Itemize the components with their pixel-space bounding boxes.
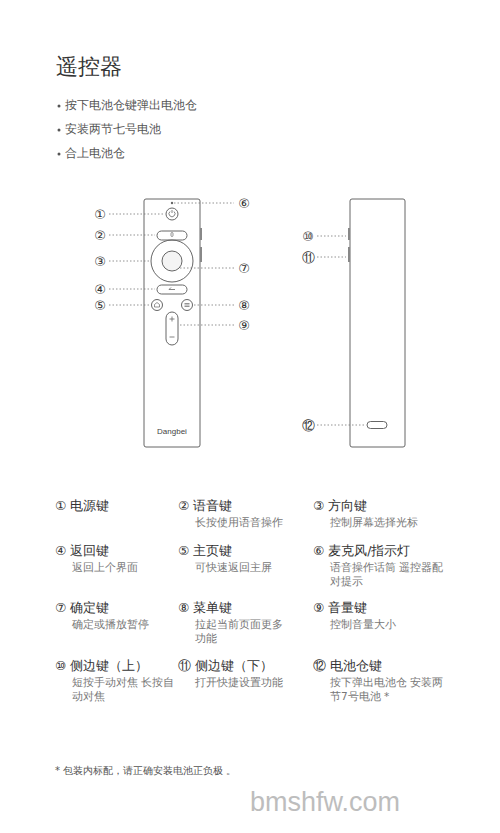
key-description: 控制音量大小 [330,617,448,631]
callout-number: ⑫ [302,419,315,432]
callout-number: ⑨ [238,319,250,332]
bullet-dots [58,105,61,156]
key-name: ⑦ 确定键 [55,600,109,617]
key-name: ① 电源键 [55,498,109,515]
callout-number: ③ [94,255,106,268]
step-text: 按下电池仓键弹出电池仓 [65,97,197,113]
key-description: 语音操作话筒 遥控器配对提示 [330,560,448,588]
key-name: ⑪ 侧边键（下） [178,658,273,675]
key-name: ④ 返回键 [55,543,109,560]
remote-front [144,199,202,447]
key-description: 控制屏幕选择光标 [330,515,448,529]
callout-number: ⑤ [94,299,106,312]
callout-number: ⑩ [302,230,314,243]
callout-number: ⑦ [238,262,250,275]
page-title: 遥控器 [56,52,122,82]
key-name: ⑥ 麦克风/指示灯 [313,543,410,560]
key-name: ③ 方向键 [313,498,367,515]
key-description: 返回上个界面 [72,560,182,574]
step-text: 安装两节七号电池 [65,121,161,137]
key-description: 短按手动对焦 长按自动对焦 [72,675,182,703]
callout-number: ⑪ [302,251,315,264]
key-name: ⑧ 菜单键 [178,600,232,617]
key-description: 打开快捷设置功能 [195,675,295,689]
key-name: ⑩ 侧边键（上） [55,658,148,675]
footnote: * 包装内标配，请正确安装电池正负极 。 [55,764,236,778]
key-description: 可快速返回主屏 [195,560,295,574]
callout-number: ① [94,208,106,221]
key-name: ⑤ 主页键 [178,543,232,560]
step-text: 合上电池仓 [65,145,125,161]
key-description: 按下弹出电池仓 安装两节7号电池 * [330,675,448,703]
key-description: 拉起当前页面更多 功能 [195,617,295,645]
brand-logo: Dangbei [157,428,187,436]
callout-number: ② [94,229,106,242]
callout-number: ⑧ [238,299,250,312]
key-description: 确定或播放暂停 [72,617,182,631]
key-name: ⑨ 音量键 [313,600,367,617]
leader-lines [109,203,365,425]
callout-number: ④ [94,283,106,296]
watermark: bmshfw.com [250,784,400,820]
key-name: ② 语音键 [178,498,232,515]
remote-side [348,199,405,447]
callout-number: ⑥ [238,197,250,210]
key-name: ⑫ 电池仓键 [313,658,382,675]
key-description: 长按使用语音操作 [195,515,295,529]
